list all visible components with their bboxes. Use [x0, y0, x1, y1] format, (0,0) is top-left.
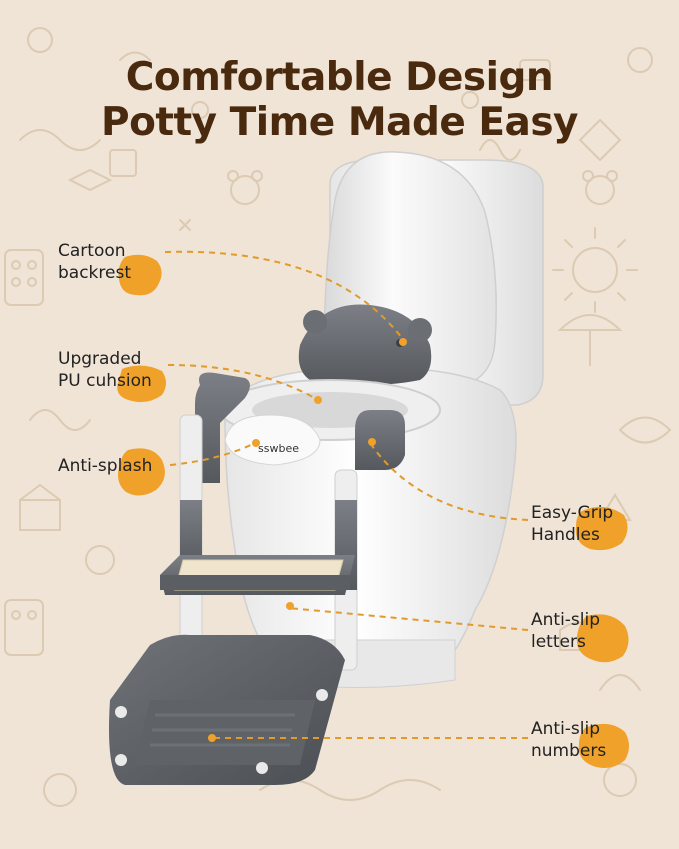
leader-anti-slip-letters: [287, 607, 529, 631]
callout-line: numbers: [531, 741, 607, 761]
sun-doodle: [572, 247, 618, 293]
blob-easy-grip: [575, 506, 628, 551]
leader-cartoon-backrest: [164, 250, 406, 343]
callout-line: Upgraded: [58, 349, 142, 369]
callout-line: backrest: [58, 263, 131, 283]
headline-line-1: Comfortable Design: [125, 55, 554, 100]
cartoon-backrest: [298, 304, 432, 385]
callout-pu-cushion: Upgraded PU cuhsion: [58, 348, 152, 392]
callout-anti-slip-letters: Anti-slip letters: [531, 609, 600, 653]
callout-line: Cartoon: [58, 241, 126, 261]
callout-line: Anti-slip: [531, 610, 601, 630]
splash-guard: [224, 414, 321, 466]
blob-pu-cushion: [117, 365, 166, 403]
callout-easy-grip: Easy-Grip Handles: [531, 502, 613, 546]
callout-line: Anti-splash: [58, 456, 153, 476]
callout-line: PU cuhsion: [58, 371, 152, 391]
leader-pu-cushion: [167, 364, 319, 401]
left-handle: [195, 372, 250, 483]
blob-cartoon-backrest: [118, 254, 162, 296]
callout-anti-splash: Anti-splash: [58, 455, 152, 477]
callout-line: Handles: [531, 525, 600, 545]
blob-anti-splash: [118, 448, 165, 496]
callout-line: Anti-slip: [531, 719, 601, 739]
headline-line-2: Potty Time Made Easy: [101, 100, 578, 145]
blob-anti-slip-letters: [576, 614, 629, 663]
blob-anti-slip-numbers: [578, 723, 629, 768]
leader-easy-grip: [367, 439, 529, 521]
callout-line: letters: [531, 632, 586, 652]
leader-anti-splash: [169, 442, 256, 466]
callout-anti-slip-numbers: Anti-slip numbers: [531, 718, 606, 762]
right-handle: [355, 410, 405, 470]
callout-line: Easy-Grip: [531, 503, 614, 523]
callout-cartoon-backrest: Cartoon backrest: [58, 240, 131, 284]
brand-mark: sswbee: [258, 442, 299, 455]
